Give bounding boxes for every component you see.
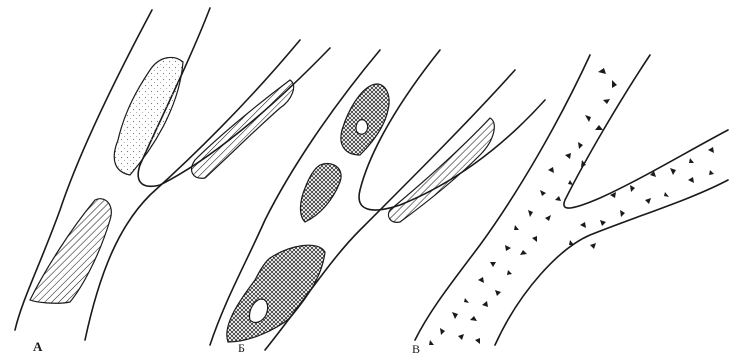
panel-a-label: А	[33, 339, 42, 355]
panel-c-particles	[429, 68, 714, 345]
panel-c-vessel	[415, 55, 728, 345]
panel-b-label: Б	[238, 341, 245, 356]
panel-a-deposits	[30, 57, 294, 303]
panel-b-deposits	[227, 84, 495, 342]
panel-c-label: В	[412, 342, 420, 357]
